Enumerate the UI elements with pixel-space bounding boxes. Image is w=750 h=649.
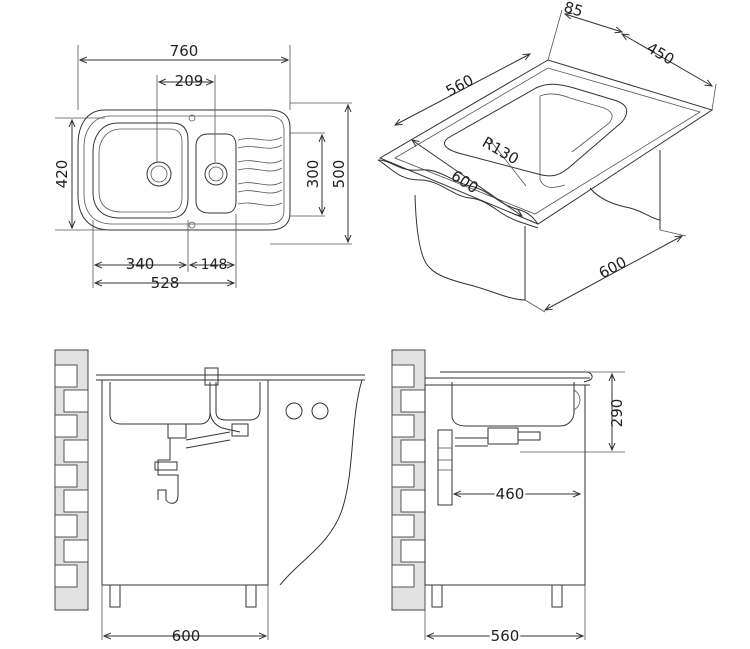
side-leg-left <box>431 584 443 608</box>
cabinet-side-wave <box>414 194 526 301</box>
isometric-view: 85 450 560 R130 600 600 <box>377 0 717 313</box>
tap-hole <box>188 221 196 229</box>
dim-560 <box>395 54 530 125</box>
iso-bowl-rim <box>444 83 628 177</box>
front-main-bowl <box>109 382 211 425</box>
drainboard-groove-3 <box>237 181 283 194</box>
front-leg-right <box>245 584 257 608</box>
small-drain-inner <box>208 166 224 182</box>
top-view: 760 209 420 300 500 340 148 528 <box>53 42 352 292</box>
label-148: 148 <box>201 257 228 273</box>
label-209: 209 <box>175 72 204 90</box>
label-300: 300 <box>304 160 322 189</box>
main-bowl <box>92 122 189 219</box>
tap-hole-right <box>311 402 329 420</box>
front-view: 600 <box>54 349 365 645</box>
siphon <box>157 438 179 504</box>
side-siphon <box>437 429 453 506</box>
label-450: 450 <box>644 39 678 69</box>
front-leg-left <box>109 584 121 608</box>
front-small-bowl <box>215 382 261 421</box>
siphon-nut <box>154 461 178 471</box>
label-528: 528 <box>151 274 180 292</box>
side-bowl <box>451 382 575 427</box>
overflow-pipe <box>209 385 241 433</box>
side-bowl-flange <box>440 371 593 383</box>
label-500: 500 <box>330 160 348 189</box>
cabinet-right-wave <box>589 187 661 221</box>
main-drain-inner <box>150 165 168 183</box>
side-drain-pipe <box>455 437 488 447</box>
dim-85 <box>565 14 622 32</box>
side-view: 290 460 560 <box>391 349 626 647</box>
label-420: 420 <box>53 160 71 189</box>
small-bowl <box>195 133 237 214</box>
main-drain-trap <box>167 423 187 439</box>
main-bowl-inner <box>98 128 183 213</box>
side-panel-wave <box>270 379 363 586</box>
label-760: 760 <box>170 42 199 60</box>
label-600-front-view: 600 <box>172 627 201 645</box>
label-600-cabinet: 600 <box>596 253 630 282</box>
iso-bowl-wall <box>539 96 566 188</box>
label-460: 460 <box>496 485 525 503</box>
label-85: 85 <box>562 0 586 21</box>
main-drain <box>146 161 172 187</box>
label-r130: R130 <box>479 133 522 168</box>
small-drain-trap <box>231 423 249 437</box>
sink-inner-outline <box>83 115 285 225</box>
dim-600-cabinet <box>545 236 682 310</box>
dim-450 <box>622 34 712 86</box>
label-560: 560 <box>443 71 477 100</box>
sink-deck-inner <box>394 67 701 215</box>
bricks-left <box>54 364 89 588</box>
side-leg-right <box>551 584 563 608</box>
label-290: 290 <box>608 399 626 428</box>
label-560-side: 560 <box>491 627 520 645</box>
drainboard-groove-4 <box>237 202 283 206</box>
iso-bowl-inner <box>539 93 613 153</box>
side-drain <box>487 427 519 445</box>
tap-hole-left <box>285 402 303 420</box>
overflow-outlet <box>204 367 219 386</box>
small-drain <box>204 162 228 186</box>
drainboard-groove-1 <box>237 136 283 149</box>
dim-600-front <box>412 140 522 216</box>
side-bowl-overflow <box>573 389 581 411</box>
sink-outline <box>77 109 291 231</box>
label-340: 340 <box>126 255 155 273</box>
overflow-hole <box>188 114 196 122</box>
connector-pipe <box>185 431 231 449</box>
side-drain-cap <box>518 431 541 441</box>
drainboard-groove-2 <box>237 159 283 172</box>
front-cabinet <box>101 379 269 586</box>
